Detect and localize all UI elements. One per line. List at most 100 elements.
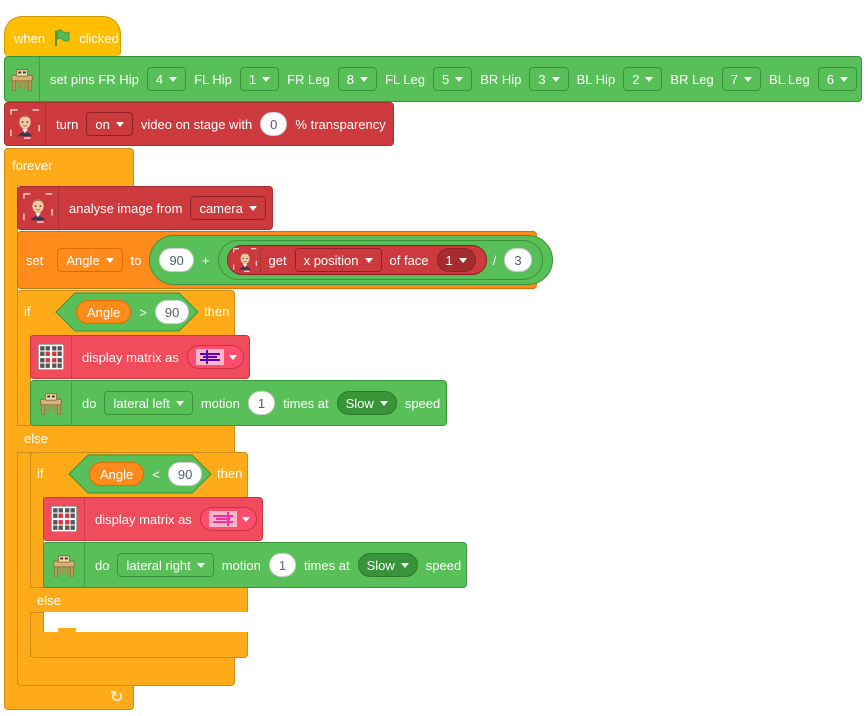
loop-arrow-icon: ↻ bbox=[110, 689, 124, 706]
of-face-label: of face bbox=[389, 252, 429, 268]
times-input-2[interactable]: 1 bbox=[268, 553, 297, 577]
if2-angle-reporter[interactable]: Angle bbox=[89, 462, 145, 486]
set-pins-block[interactable]: set pins FR Hip 4 FL Hip 1 FR Leg 8 FL L… bbox=[4, 56, 862, 102]
plus-sign: + bbox=[201, 252, 210, 268]
matrix-picker-2[interactable] bbox=[199, 507, 257, 531]
matrix-preview-icon bbox=[208, 511, 237, 527]
do-motion-block-1[interactable]: do lateral left motion 1 times at Slow s… bbox=[30, 380, 447, 426]
to-label: to bbox=[130, 252, 142, 268]
transparency-input[interactable]: 0 bbox=[260, 112, 288, 136]
motion-label: motion bbox=[221, 557, 261, 573]
if1-else-bar bbox=[17, 425, 235, 453]
divisor-input[interactable]: 3 bbox=[504, 248, 532, 272]
matrix-preview-icon bbox=[195, 349, 224, 365]
br-leg-dropdown[interactable]: 7 bbox=[721, 67, 762, 91]
times-at-label: times at bbox=[283, 395, 329, 411]
br-hip-dropdown[interactable]: 3 bbox=[529, 67, 569, 91]
if2-if-label: if bbox=[37, 466, 44, 481]
turn-label: turn bbox=[56, 116, 79, 132]
if2-else-label: else bbox=[37, 593, 61, 608]
hat-when: when bbox=[14, 30, 46, 46]
set-label: set bbox=[26, 252, 44, 268]
motion-type-dropdown-2[interactable]: lateral right bbox=[117, 553, 214, 577]
forever-bottom[interactable] bbox=[4, 684, 134, 710]
fl-hip-dropdown[interactable]: 1 bbox=[239, 67, 280, 91]
bl-hip-dropdown[interactable]: 2 bbox=[623, 67, 663, 91]
bl-leg-label: BL Leg bbox=[769, 71, 810, 87]
fl-leg-label: FL Leg bbox=[384, 71, 425, 87]
speed-dropdown-2[interactable]: Slow bbox=[357, 553, 418, 577]
led-matrix-icon bbox=[44, 498, 85, 540]
base-value-input[interactable]: 90 bbox=[159, 248, 194, 272]
forever-arm bbox=[4, 185, 18, 685]
forever-label: forever bbox=[12, 158, 53, 173]
set-angle-block[interactable]: set Angle to 90 + get x position of face… bbox=[17, 231, 553, 289]
set-pins-label: set pins FR Hip bbox=[49, 71, 139, 87]
if1-angle-reporter[interactable]: Angle bbox=[76, 300, 132, 324]
matrix-picker-1[interactable] bbox=[186, 345, 244, 369]
times-input-1[interactable]: 1 bbox=[247, 391, 276, 415]
if2-value-input[interactable]: 90 bbox=[167, 462, 203, 486]
if2-then-label: then bbox=[217, 466, 243, 481]
if1-value-input[interactable]: 90 bbox=[154, 300, 190, 324]
if1-then-label: then bbox=[204, 304, 230, 319]
variable-dropdown[interactable]: Angle bbox=[57, 248, 123, 272]
motion-type-dropdown-1[interactable]: lateral left bbox=[104, 391, 193, 415]
if1-op: > bbox=[139, 304, 147, 320]
divide-sign: / bbox=[492, 252, 497, 268]
if2-arm bbox=[30, 496, 44, 646]
analyse-label: analyse image from bbox=[69, 200, 183, 216]
forever-block[interactable] bbox=[4, 148, 134, 186]
display-matrix-block-2[interactable]: display matrix as bbox=[43, 497, 263, 541]
fr-leg-dropdown[interactable]: 8 bbox=[337, 67, 377, 91]
fr-hip-dropdown[interactable]: 4 bbox=[146, 67, 187, 91]
slot-notch bbox=[58, 628, 76, 634]
analyse-image-block[interactable]: analyse image from camera bbox=[17, 186, 273, 230]
turn-video-block[interactable]: turn on video on stage with 0 % transpar… bbox=[4, 102, 394, 146]
empty-else-slot bbox=[44, 612, 248, 632]
face-detection-icon bbox=[230, 246, 261, 274]
green-flag-icon bbox=[55, 29, 70, 46]
led-matrix-icon bbox=[31, 336, 72, 378]
if1-if-label: if bbox=[24, 304, 31, 319]
bl-hip-label: BL Hip bbox=[576, 71, 616, 87]
if2-op: < bbox=[152, 466, 160, 482]
if1-bottom bbox=[17, 658, 235, 686]
br-hip-label: BR Hip bbox=[480, 71, 522, 87]
display-matrix-block-1[interactable]: display matrix as bbox=[30, 335, 250, 379]
face-detection-icon bbox=[18, 187, 59, 229]
if1-else-label: else bbox=[24, 431, 48, 446]
hat-clicked: clicked bbox=[79, 30, 119, 46]
do-label: do bbox=[95, 557, 110, 573]
get-face-reporter[interactable]: get x position of face 1 bbox=[226, 245, 487, 275]
face-index-dropdown[interactable]: 1 bbox=[436, 248, 476, 272]
image-source-dropdown[interactable]: camera bbox=[190, 196, 266, 220]
speed-suffix: speed bbox=[425, 557, 462, 573]
video-state-dropdown[interactable]: on bbox=[86, 112, 133, 136]
quadruped-robot-icon bbox=[31, 381, 72, 425]
display-matrix-label: display matrix as bbox=[82, 349, 179, 365]
if2-else-bar bbox=[30, 587, 248, 613]
quadruped-robot-icon bbox=[5, 57, 40, 101]
if1-angle-text: Angle bbox=[87, 304, 121, 320]
times-at-label: times at bbox=[304, 557, 350, 573]
if1-arm bbox=[17, 334, 31, 674]
fl-leg-dropdown[interactable]: 5 bbox=[432, 67, 473, 91]
do-label: do bbox=[82, 395, 97, 411]
divide-operator[interactable]: get x position of face 1 / 3 bbox=[217, 240, 543, 280]
speed-dropdown-1[interactable]: Slow bbox=[336, 391, 397, 415]
bl-leg-dropdown[interactable]: 6 bbox=[817, 67, 857, 91]
face-property-dropdown[interactable]: x position bbox=[294, 248, 382, 272]
if2-bottom bbox=[30, 632, 248, 658]
speed-suffix: speed bbox=[404, 395, 441, 411]
fr-leg-label: FR Leg bbox=[287, 71, 330, 87]
transparency-suffix: % transparency bbox=[295, 116, 386, 132]
add-operator[interactable]: 90 + get x position of face 1 / 3 bbox=[149, 235, 553, 285]
video-text: video on stage with bbox=[140, 116, 253, 132]
fl-hip-label: FL Hip bbox=[194, 71, 232, 87]
do-motion-block-2[interactable]: do lateral right motion 1 times at Slow … bbox=[43, 542, 467, 588]
br-leg-label: BR Leg bbox=[670, 71, 714, 87]
quadruped-robot-icon bbox=[44, 543, 85, 587]
face-detection-icon bbox=[5, 103, 46, 145]
get-label: get bbox=[268, 252, 287, 268]
